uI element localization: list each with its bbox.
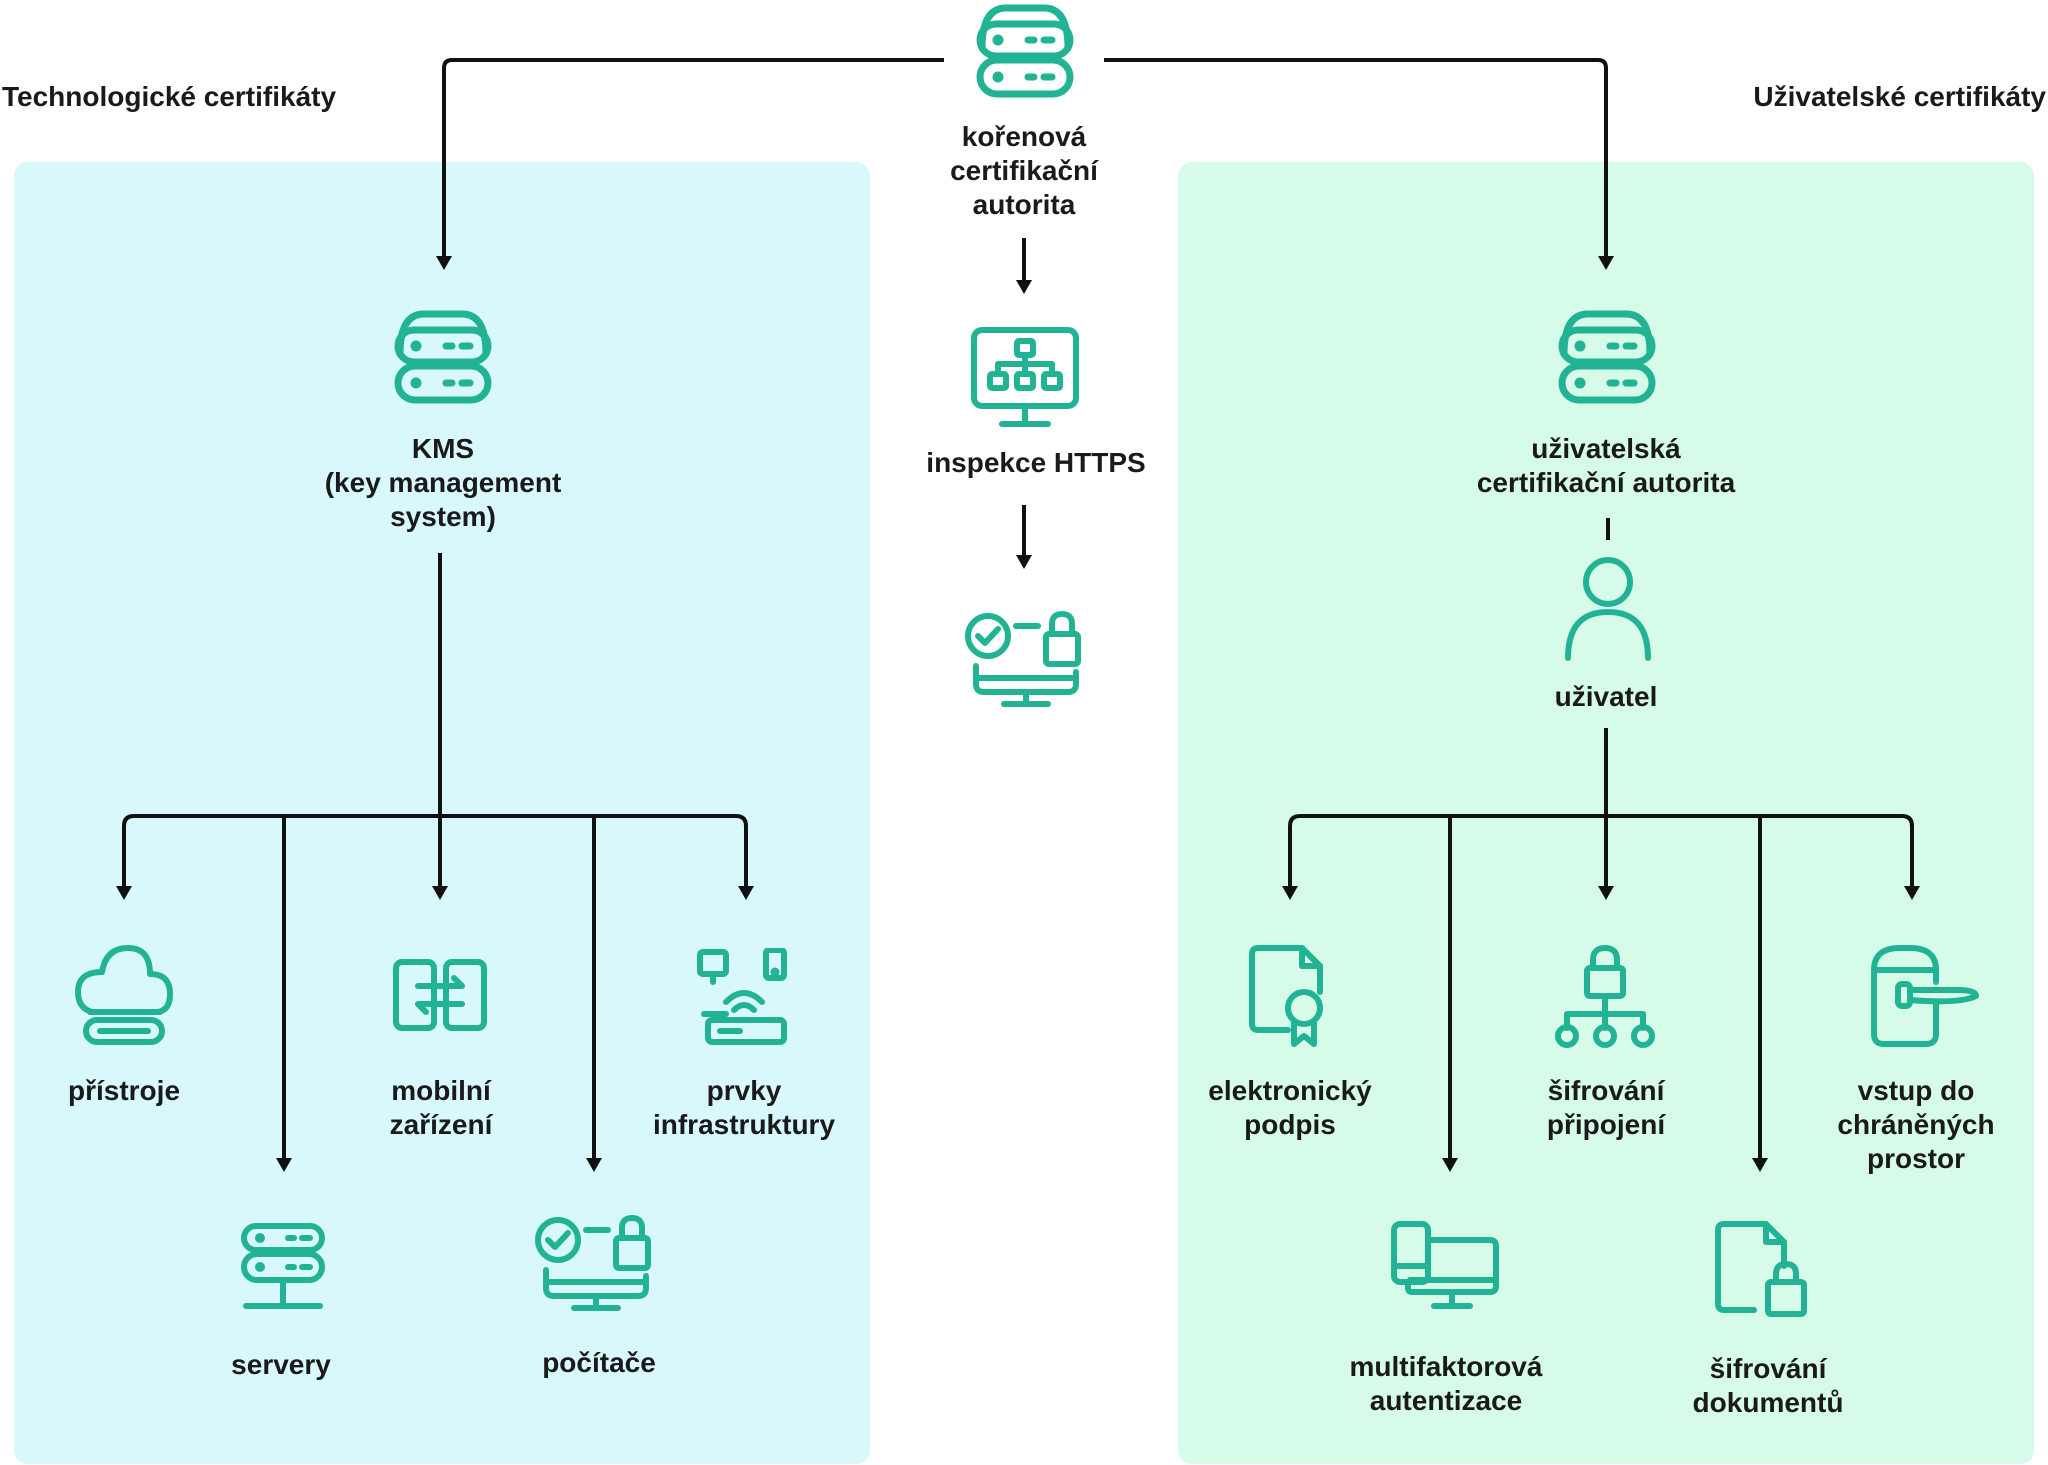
user-label: uživatel xyxy=(1554,681,1658,712)
door-key-icon xyxy=(1870,944,1982,1048)
inspection-label: inspekce HTTPS xyxy=(926,447,1146,478)
computer-lock-icon xyxy=(964,610,1088,710)
computers-label: počítače xyxy=(542,1347,656,1378)
wifi-router-icon xyxy=(696,948,792,1046)
devices-label: přístroje xyxy=(67,1075,181,1106)
server-stack-icon xyxy=(972,0,1078,106)
document-lock-icon xyxy=(1714,1220,1820,1326)
kms-server-icon xyxy=(390,306,496,412)
monitor-network-icon xyxy=(970,326,1080,434)
computers-lock-icon xyxy=(534,1214,658,1314)
cloud-device-icon xyxy=(74,944,174,1048)
root-to-user-ca-arrow xyxy=(1104,58,1608,258)
user-fan-bar xyxy=(1288,814,1914,896)
user-ca-server-icon xyxy=(1554,306,1660,412)
user-title: Uživatelské certifikáty xyxy=(1753,81,2046,112)
root-to-kms-arrow xyxy=(442,58,944,258)
phone-desktop-icon xyxy=(1390,1220,1502,1312)
user-icon xyxy=(1562,556,1654,662)
kms-fan-bar xyxy=(122,814,748,896)
lock-network-icon xyxy=(1552,944,1658,1048)
certificate-document-icon xyxy=(1248,944,1334,1048)
technology-title: Technologické certifikáty xyxy=(2,81,337,112)
servers-label: servery xyxy=(231,1349,331,1380)
server-network-icon xyxy=(240,1222,326,1310)
mobile-sync-icon xyxy=(392,958,488,1032)
